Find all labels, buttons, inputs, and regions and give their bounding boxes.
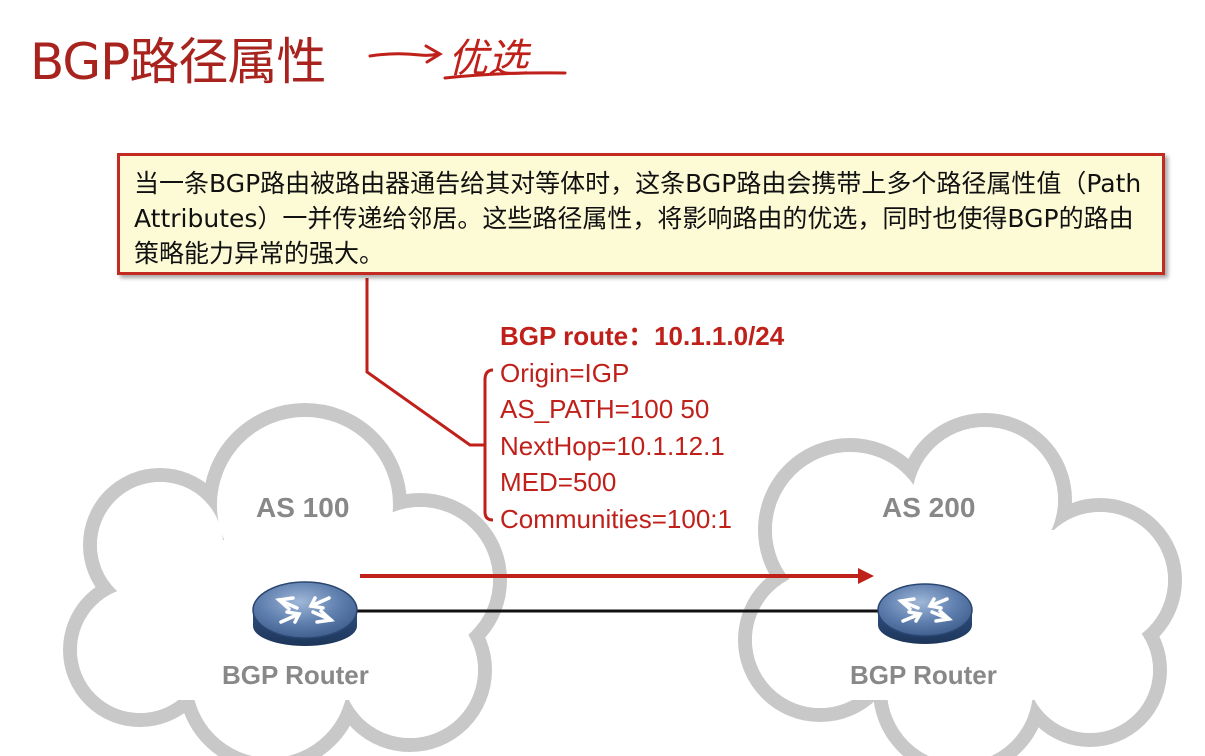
handwritten-underline [443,71,567,80]
route-title: BGP route：10.1.1.0/24 [500,321,785,351]
attribute-communities: Communities=100:1 [500,503,732,534]
attribute-nexthop: NextHop=10.1.12.1 [500,430,725,461]
attribute-origin: Origin=IGP [500,357,630,388]
callout-box: 当一条BGP路由被路由器通告给其对等体时，这条BGP路由会携带上多个路径属性值（… [117,153,1165,275]
attribute-as-path: AS_PATH=100 50 [500,394,710,424]
callout-connector [365,278,485,447]
handwritten-arrow-icon [368,44,443,64]
as200-label: AS 200 [882,492,976,523]
right-router-label: BGP Router [850,660,997,690]
attribute-med: MED=500 [500,467,617,497]
attribute-bracket [483,368,494,522]
as100-label: AS 100 [256,492,350,523]
left-router-label: BGP Router [222,660,369,690]
page-title: BGP路径属性 [30,33,326,91]
router-icon [252,581,358,646]
router-icon [877,583,973,644]
route-attributes: BGP route：10.1.1.0/24 Origin=IGP AS_PATH… [500,318,784,537]
arrowhead-icon [858,568,874,584]
handwritten-note: 优选 [448,36,528,82]
callout-text: 当一条BGP路由被路由器通告给其对等体时，这条BGP路由会携带上多个路径属性值（… [134,169,1142,268]
